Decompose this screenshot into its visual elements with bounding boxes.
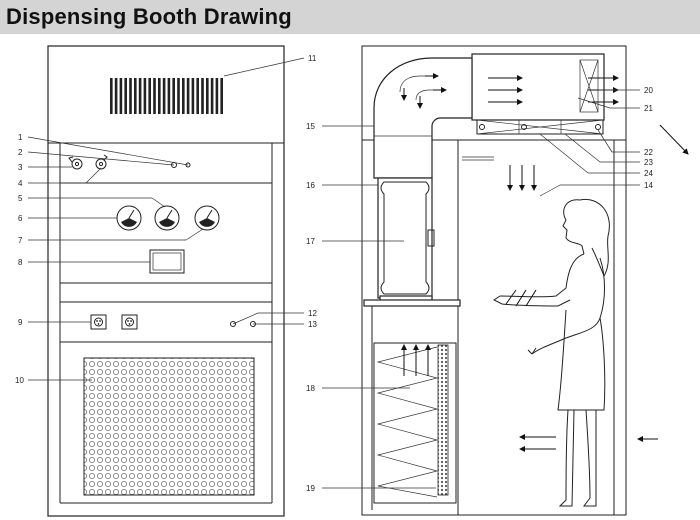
power-socket-2: [121, 314, 138, 330]
fan-box: [471, 53, 605, 121]
page-title: Dispensing Booth Drawing: [6, 4, 292, 29]
callout-18: 18: [306, 384, 315, 393]
callout-22: 22: [644, 148, 653, 157]
side-view: [361, 45, 689, 516]
pre-filter: [437, 344, 449, 496]
callout-13: 13: [308, 320, 317, 329]
callout-9: 9: [18, 318, 23, 327]
callout-11: 11: [308, 54, 317, 63]
air-duct-elbow: [373, 57, 473, 179]
callout-3: 3: [18, 163, 23, 172]
switch-knob-left: [68, 156, 83, 170]
callout-16: 16: [306, 181, 315, 190]
callout-21: 21: [644, 104, 653, 113]
title-bar: Dispensing Booth Drawing: [0, 0, 700, 34]
fan-motor-housing: [377, 177, 433, 299]
fan-unit: [579, 59, 599, 113]
perforated-return-panel: [83, 357, 255, 496]
vent-grille: [110, 78, 223, 114]
callout-4: 4: [18, 179, 23, 188]
callout-numbers: 1 2 3 4 5 6 7 8 9 10 11 12 13 14 15 16 1…: [15, 54, 653, 493]
callout-7: 7: [18, 236, 23, 245]
callout-12: 12: [308, 309, 317, 318]
callout-17: 17: [306, 237, 315, 246]
callout-leaders: [27, 57, 640, 489]
callout-6: 6: [18, 214, 23, 223]
callout-5: 5: [18, 194, 23, 203]
callout-8: 8: [18, 258, 23, 267]
callout-14: 14: [644, 181, 653, 190]
callout-24: 24: [644, 169, 653, 178]
callout-19: 19: [306, 484, 315, 493]
callout-23: 23: [644, 158, 653, 167]
side-cabinet-outline: [361, 45, 627, 516]
operator-figure: [493, 198, 610, 507]
callout-15: 15: [306, 122, 315, 131]
pressure-gauge-2: [154, 205, 180, 231]
pleated-filter: [376, 346, 439, 498]
worktop-shelf: [363, 299, 461, 307]
front-view: [47, 45, 285, 517]
indicator-light-3: [230, 321, 236, 327]
callout-2: 2: [18, 148, 23, 157]
callout-1: 1: [18, 133, 23, 142]
callout-20: 20: [644, 86, 653, 95]
display-screen: [149, 249, 185, 274]
pressure-gauge-3: [194, 205, 220, 231]
callout-10: 10: [15, 376, 24, 385]
